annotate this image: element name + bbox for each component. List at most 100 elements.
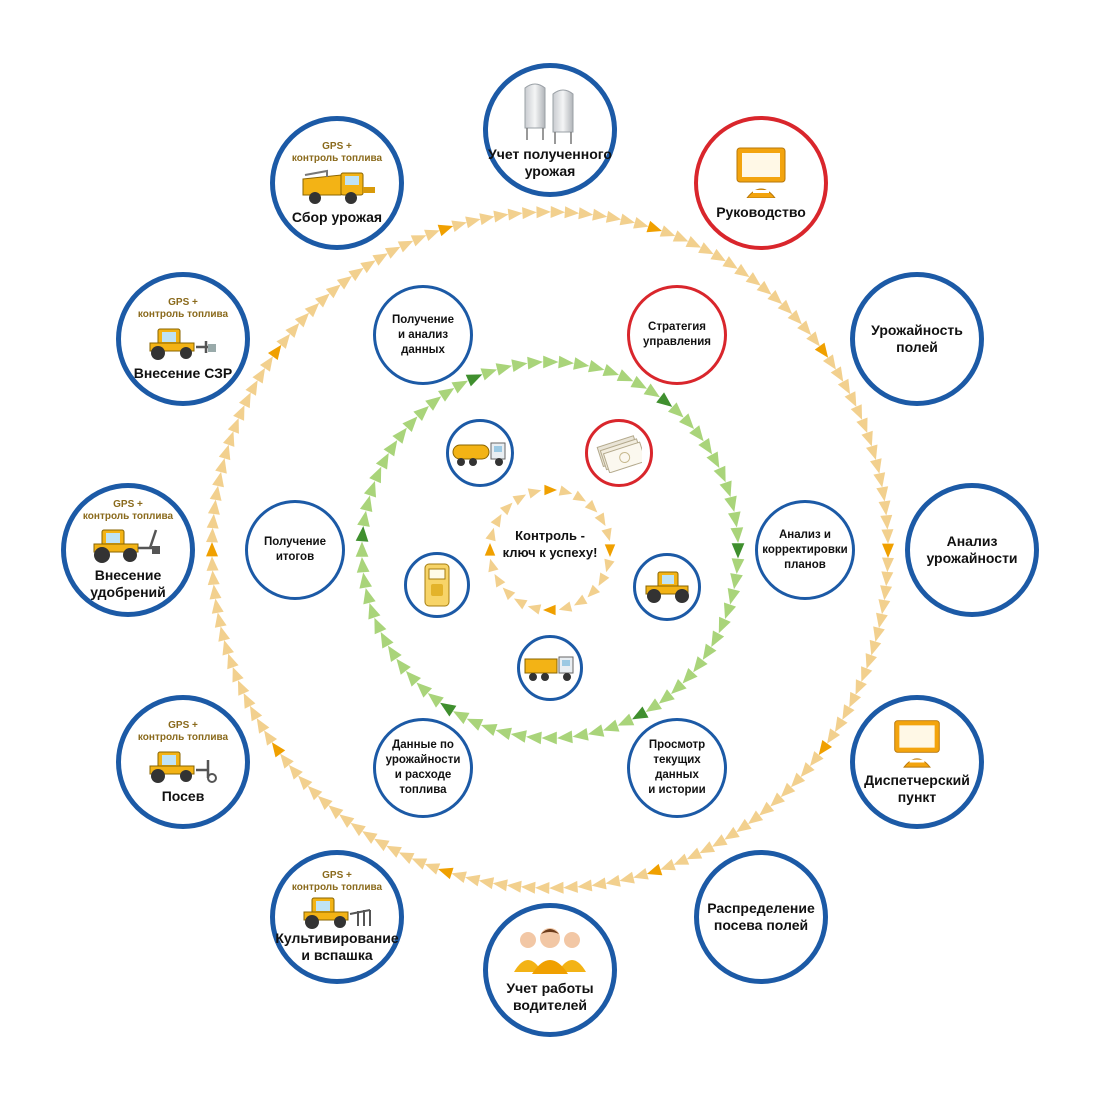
icon-node-fuel-pump [404,552,470,618]
outer-arrow [619,213,635,226]
outer-arrow [822,354,836,370]
middle-arrow [363,587,376,605]
outer-arrow [520,881,536,894]
middle-arrow [451,380,468,394]
harvesting-gps-line-2: контроль топлива [291,152,383,164]
middle-arrow [357,510,370,527]
outer-arrow [842,704,855,720]
middle-arrow [656,392,673,407]
outer-arrow [325,284,341,299]
yield-analysis-line-1: Анализ [946,533,998,549]
outer-arrow [280,753,294,769]
outer-arrow [227,653,239,670]
outer-arrow [227,418,239,434]
outer-arrow [685,236,702,248]
tractor-sprayer-icon [149,328,216,360]
outer-arrow [451,871,467,884]
outer-arrow [276,333,291,349]
tractor-seeder-icon [149,751,217,783]
middle-arrow [718,616,731,634]
middle-arrow [587,724,605,737]
inner-arrow [484,543,496,556]
middle-arrow [689,425,704,442]
inner-arrow [573,594,588,606]
outer-arrow [307,785,323,801]
middle-arrow [602,363,620,377]
outer-arrow [245,380,258,396]
outer-arrow [397,240,414,253]
middle-arrow [730,527,744,543]
middle-arrow [368,602,381,620]
middle-arrow [719,480,732,498]
outer-arrow [256,718,270,734]
middle-arrow [375,453,389,470]
combine-harvester-icon [302,169,375,204]
middle-arrow [510,730,527,743]
outer-arrow [633,867,649,880]
outer-arrow [534,882,550,895]
node-data-receipt: Получение и анализ данных [373,285,473,385]
middle-arrow [466,718,484,731]
middle-arrow [713,465,726,483]
middle-arrow [682,667,698,684]
outer-arrow [790,772,806,788]
middle-arrow [658,689,675,704]
outer-arrow [215,458,227,474]
sowing-label: Посев [161,787,205,804]
middle-arrow [645,698,662,713]
outer-arrow [384,246,401,259]
crop-distribution-line-2: посева полей [713,917,809,933]
outer-arrow [869,639,882,656]
outer-arrow [777,299,793,315]
middle-arrow [392,427,407,444]
outer-arrow [479,213,495,226]
fertilizer-gps-line-2: контроль топлива [82,511,174,522]
outer-arrow [865,653,877,669]
outer-arrow [882,543,894,558]
inner-arrow [499,502,513,516]
node-field-yield: Урожайность полей [850,272,984,406]
outer-arrow [478,877,495,890]
pesticides-gps-line-1: GPS + [168,296,198,308]
outer-arrow [722,256,738,269]
inner-arrow [598,572,610,587]
middle-arrow [632,706,649,720]
middle-arrow [402,416,418,433]
current-data-line-3: данных [655,769,699,781]
outer-arrow [212,471,224,488]
outer-arrow [745,272,761,286]
yield-fuel-line-2: урожайности [385,754,461,766]
middle-arrow [427,693,444,708]
truck-icon [524,656,574,681]
outer-arrow [437,867,454,880]
monitor-icon [736,147,786,198]
inner-arrow [601,527,612,542]
inner-arrow [584,499,598,513]
outer-arrow [437,224,454,237]
middle-arrow [380,632,394,649]
outer-arrow [410,235,427,247]
outer-arrow [712,834,728,847]
middle-arrow [643,383,660,398]
outer-arrow [646,220,663,233]
node-dispatch: Диспетчерский пункт [850,695,984,829]
outer-arrow [271,742,286,758]
outer-arrow [298,775,313,791]
outer-arrow [873,472,886,488]
inner-arrow [512,494,527,506]
outer-arrow [238,392,251,409]
outer-arrow [591,877,607,890]
current-data-line-4: и истории [648,784,706,796]
outer-arrow [267,344,282,361]
middle-arrow [413,405,429,421]
outer-arrow [876,486,889,502]
outer-arrow [577,879,593,892]
middle-arrow [602,719,620,732]
fertilizer-line-1: Внесение [94,567,162,583]
data-receipt-line-2: и анализ [397,328,449,341]
middle-arrow [359,572,373,589]
middle-arrow [526,731,542,745]
outer-arrow [855,679,867,695]
outer-arrow [207,570,220,586]
